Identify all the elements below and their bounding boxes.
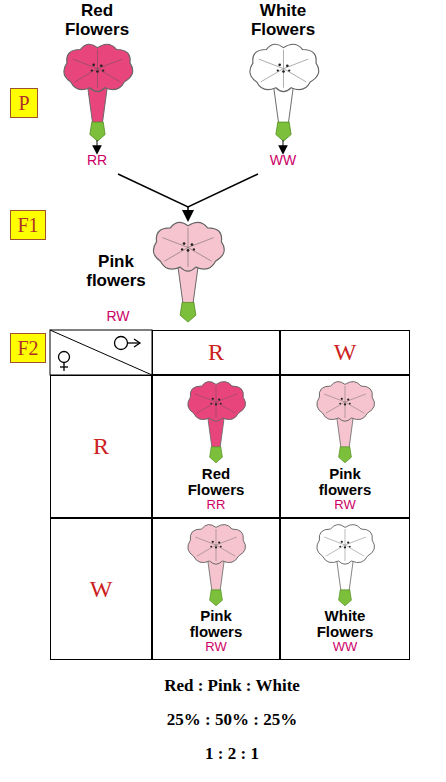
phenotype-label: Red Flowers: [52, 2, 142, 39]
punnett-cell: White FlowersWW: [280, 518, 410, 660]
generation-box: F1: [10, 210, 46, 240]
gamete-header: R: [152, 330, 280, 375]
phenotype-label: White Flowers: [238, 2, 328, 39]
node-text: R: [93, 433, 109, 460]
corner-cell: [50, 330, 152, 375]
node-text: Red Flowers: [179, 466, 253, 498]
gamete-header: W: [50, 518, 152, 660]
stem-arrow: [96, 140, 97, 150]
node-text: White Flowers: [308, 608, 382, 640]
genotype-text: WW: [333, 639, 358, 655]
punnett-cell: Pink flowersRW: [280, 375, 410, 518]
ratio-text: 1 : 2 : 1: [102, 744, 362, 764]
red-flower: [64, 44, 133, 141]
genotype-text: RW: [205, 639, 226, 655]
node-text: W: [334, 339, 357, 366]
punnett-cell: Pink flowersRW: [152, 518, 280, 660]
pink-flower: [317, 382, 375, 463]
diagonal-line: [50, 330, 152, 375]
genotype-label: RW: [88, 308, 148, 324]
white-flower: [317, 525, 375, 606]
stem-arrow: [282, 140, 283, 150]
phenotype-label: Pink flowers: [76, 253, 156, 290]
pink-flower: [153, 222, 224, 322]
node-text: Pink flowers: [179, 608, 253, 640]
generation-box: F2: [10, 333, 46, 363]
generation-box: P: [10, 88, 38, 118]
genotype-text: RR: [207, 497, 226, 513]
white-flower: [250, 44, 319, 141]
genotype-text: RW: [334, 497, 355, 513]
gamete-header: R: [50, 375, 152, 518]
ratio-text: 25% : 50% : 25%: [102, 710, 362, 730]
node-text: P: [18, 92, 29, 115]
female-symbol: [59, 352, 70, 372]
cross-lines: [118, 174, 258, 207]
genotype-label: RR: [67, 152, 127, 168]
node-text: F1: [17, 214, 38, 237]
node-text: W: [90, 576, 113, 603]
node-text: Pink flowers: [308, 466, 382, 498]
pink-flower: [188, 525, 246, 606]
node-text: F2: [17, 337, 38, 360]
node-text: R: [208, 339, 224, 366]
genotype-label: WW: [253, 152, 313, 168]
ratio-text: Red : Pink : White: [102, 676, 362, 696]
gamete-header: W: [280, 330, 410, 375]
red-flower: [188, 382, 246, 463]
male-symbol: [115, 337, 141, 350]
cross-arrow: [187, 207, 189, 216]
punnett-cell: Red FlowersRR: [152, 375, 280, 518]
